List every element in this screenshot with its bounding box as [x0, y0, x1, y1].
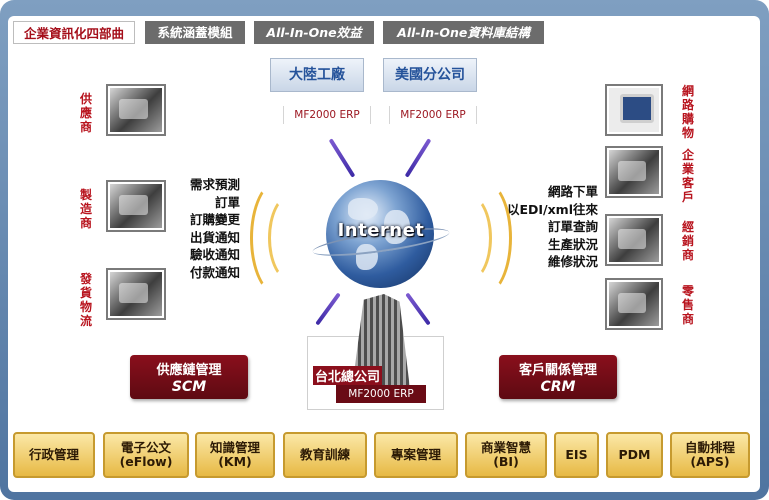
supplier-photo	[106, 84, 166, 136]
module-label: 商業智慧	[480, 440, 531, 455]
logistics-label: 發貨物流	[79, 272, 92, 328]
internet-label: Internet	[337, 220, 425, 241]
manufacturer-photo	[106, 180, 166, 232]
dealer-photo	[605, 214, 663, 266]
scm-abbr: SCM	[171, 379, 207, 395]
scm-flow-item: 驗收通知	[189, 247, 240, 262]
online-shopping-photo	[605, 84, 663, 136]
module-eis-button[interactable]: EIS	[554, 432, 599, 478]
hq-erp: MF2000 ERP	[336, 385, 426, 403]
signal-arc-left-outer	[250, 180, 306, 296]
module-sublabel: (KM)	[218, 454, 252, 469]
scm-flow-item: 出貨通知	[189, 229, 240, 245]
scm-flow-list: 需求預測 訂單 訂購變更 出貨通知 驗收通知 付款通知	[178, 176, 240, 281]
tab-all-in-one-benefits[interactable]: All-In-One效益	[254, 21, 374, 44]
module-project-button[interactable]: 專案管理	[374, 432, 458, 478]
site-china-factory: 大陸工廠	[270, 58, 364, 92]
scm-flow-item: 付款通知	[189, 264, 240, 280]
signal-arc-left-inner	[268, 194, 314, 282]
scm-title: 供應鏈管理	[156, 363, 222, 378]
crm-flow-item: 網路下單	[547, 184, 598, 199]
supplier-label: 供應商	[79, 92, 92, 134]
scm-flow-item: 訂單	[214, 194, 240, 210]
retailer-label: 零售商	[681, 284, 694, 326]
site-china-erp: MF2000 ERP	[283, 106, 371, 124]
globe-icon	[326, 180, 434, 288]
logistics-photo	[106, 268, 166, 320]
site-us-erp: MF2000 ERP	[389, 106, 477, 124]
scm-flow-item: 需求預測	[189, 177, 240, 192]
site-us-branch: 美國分公司	[383, 58, 477, 92]
module-aps-button[interactable]: 自動排程(APS)	[670, 432, 750, 478]
tab-all-in-one-database[interactable]: All-In-One資料庫結構	[383, 21, 544, 44]
crm-flow-item: 訂單查詢	[547, 219, 598, 234]
module-bi-button[interactable]: 商業智慧(BI)	[465, 432, 547, 478]
crm-flow-item: 以EDI/xml往來	[506, 201, 598, 217]
module-km-button[interactable]: 知識管理(KM)	[195, 432, 275, 478]
module-label: 行政管理	[28, 447, 79, 462]
module-label: EIS	[565, 447, 588, 462]
hq-name: 台北總公司	[313, 366, 383, 385]
crm-flow-list: 網路下單 以EDI/xml往來 訂單查詢 生產狀況 維修狀況	[494, 183, 598, 271]
crm-flow-item: 生產狀況	[547, 236, 598, 252]
module-label: 自動排程	[684, 440, 735, 455]
crm-title: 客戶關係管理	[518, 363, 597, 378]
corporate-client-label: 企業客戶	[681, 148, 694, 204]
module-sublabel: (eFlow)	[119, 454, 173, 469]
module-label: 專案管理	[390, 447, 441, 462]
tab-system-modules[interactable]: 系統涵蓋模組	[145, 21, 245, 44]
module-eflow-button[interactable]: 電子公文(eFlow)	[103, 432, 189, 478]
module-label: 知識管理	[209, 440, 260, 455]
tab-four-stages[interactable]: 企業資訊化四部曲	[13, 21, 135, 44]
crm-box: 客戶關係管理 CRM	[499, 355, 617, 399]
module-admin-button[interactable]: 行政管理	[13, 432, 95, 478]
corporate-client-photo	[605, 146, 663, 198]
dealer-label: 經銷商	[681, 220, 694, 262]
scm-box: 供應鏈管理 SCM	[130, 355, 248, 399]
module-pdm-button[interactable]: PDM	[606, 432, 663, 478]
crm-flow-item: 維修狀況	[547, 254, 598, 269]
manufacturer-label: 製造商	[79, 188, 92, 230]
online-shopping-label: 網路購物	[681, 84, 694, 140]
module-label: PDM	[618, 447, 651, 462]
crm-abbr: CRM	[540, 379, 576, 395]
signal-arc-right-outer	[456, 180, 512, 296]
retailer-photo	[605, 278, 663, 330]
module-sublabel: (APS)	[690, 454, 730, 469]
scm-flow-item: 訂購變更	[189, 212, 240, 227]
module-label: 教育訓練	[299, 447, 350, 462]
module-sublabel: (BI)	[493, 454, 519, 469]
module-label: 電子公文	[120, 440, 171, 455]
module-training-button[interactable]: 教育訓練	[283, 432, 367, 478]
